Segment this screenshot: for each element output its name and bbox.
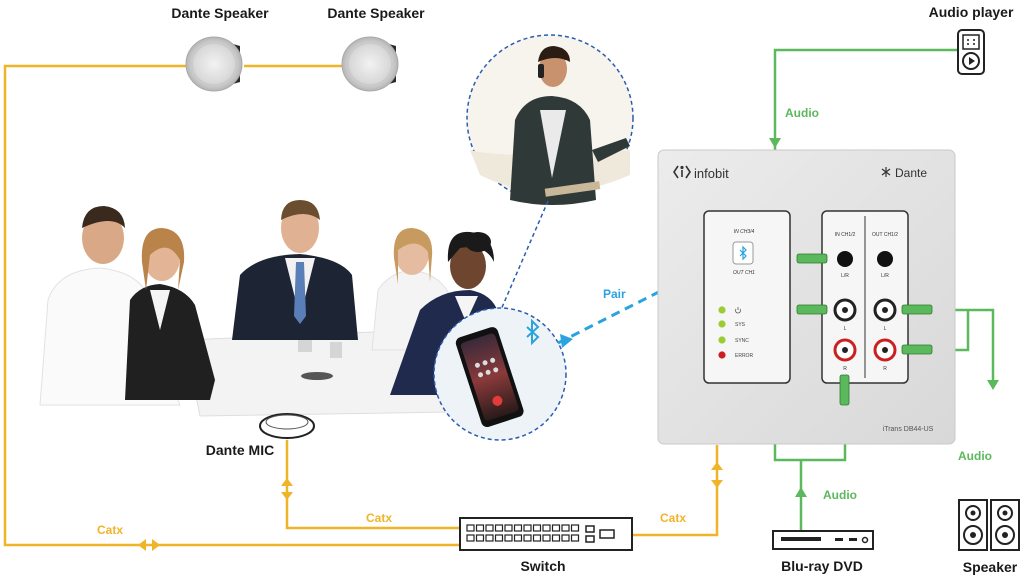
bluray-label: Blu-ray DVD xyxy=(781,558,863,574)
switch-port xyxy=(504,534,513,542)
label-rca-in-l: L xyxy=(844,326,847,332)
switch-port xyxy=(513,534,523,542)
catx-arrows xyxy=(138,462,723,551)
switch-port xyxy=(532,534,542,542)
catx-arrow-panel xyxy=(711,462,723,488)
dante-speaker-left xyxy=(185,36,243,92)
label-out-ch1: OUT CH1 xyxy=(733,270,755,276)
label-audio-player: Audio xyxy=(785,106,819,120)
label-out-ch12: OUT CH1/2 xyxy=(872,232,898,238)
switch-port xyxy=(551,534,561,542)
led-error xyxy=(718,351,726,359)
panel-dante: Dante xyxy=(895,166,927,180)
label-led-error: ERROR xyxy=(735,353,753,359)
switch-port xyxy=(466,534,475,542)
led-sys xyxy=(718,320,726,328)
panel-brand: infobit xyxy=(694,166,729,181)
led-sync xyxy=(718,336,726,344)
label-led-sync: SYNC xyxy=(735,338,749,344)
audio-plugs xyxy=(796,253,933,406)
jack-out-lr[interactable] xyxy=(877,251,893,267)
switch-port xyxy=(570,524,580,532)
switch-label: Switch xyxy=(520,558,565,574)
speaker-out-icon xyxy=(958,499,1020,551)
meeting-scene xyxy=(39,200,500,417)
power-icon xyxy=(735,307,741,314)
dante-mic-icon xyxy=(259,413,315,439)
switch-port xyxy=(570,534,580,542)
switch-port xyxy=(561,524,570,532)
infobit-logo-icon xyxy=(673,165,691,179)
label-audio-bluray: Audio xyxy=(823,488,857,502)
label-in-ch34: IN CH3/4 xyxy=(734,229,755,235)
phone-link-dashed xyxy=(499,200,549,313)
audio-arrow-bluray xyxy=(795,487,807,497)
audio-arrow-speaker xyxy=(987,380,999,390)
switch-port xyxy=(485,524,494,532)
label-jack-out-lr: L/R xyxy=(881,273,889,279)
switch-port xyxy=(504,524,513,532)
switch-port xyxy=(466,524,475,532)
audio-player-label: Audio player xyxy=(929,4,1014,20)
audio-arrows xyxy=(769,138,999,497)
switch-port xyxy=(542,534,551,542)
catx-arrow-left xyxy=(138,539,160,551)
switch-port xyxy=(475,534,485,542)
mic-label: Dante MIC xyxy=(206,442,274,458)
switch-port xyxy=(513,524,523,532)
switch-icon xyxy=(459,517,633,551)
speaker-left-label: Dante Speaker xyxy=(171,5,269,21)
switch-port xyxy=(551,524,561,532)
person-3 xyxy=(232,200,358,340)
jack-in-lr[interactable] xyxy=(837,251,853,267)
catx-panel-line xyxy=(632,445,719,537)
smartphone-bluetooth xyxy=(433,307,567,441)
switch-port xyxy=(475,524,485,532)
audio-player-icon xyxy=(957,29,985,75)
bluray-icon xyxy=(772,530,874,550)
label-catx-right: Catx xyxy=(660,511,686,525)
speaker-out-label: Speaker xyxy=(963,559,1018,575)
switch-port xyxy=(542,524,551,532)
audio-arrow-player xyxy=(769,138,781,148)
catx-mic-line xyxy=(285,440,460,530)
bluetooth-icon xyxy=(526,318,540,346)
label-rca-out-r: R xyxy=(883,366,887,372)
label-audio-speaker: Audio xyxy=(958,449,992,463)
switch-port xyxy=(523,524,532,532)
table-items xyxy=(301,372,333,380)
phone-call-photo xyxy=(466,34,634,205)
itrans-panel: infobit Dante iTrans DB44-US IN CH3/4 OU… xyxy=(657,149,956,445)
switch-ports xyxy=(466,524,580,542)
switch-port xyxy=(494,524,504,532)
label-catx-mid: Catx xyxy=(366,511,392,525)
panel-bluetooth-icon xyxy=(739,245,747,261)
dante-speaker-right xyxy=(341,36,399,92)
label-catx-left: Catx xyxy=(97,523,123,537)
catx-speaker-loop xyxy=(3,64,460,547)
panel-model: iTrans DB44-US xyxy=(883,426,934,433)
label-rca-in-r: R xyxy=(843,366,847,372)
led-power xyxy=(718,306,726,314)
switch-port xyxy=(494,534,504,542)
label-pair: Pair xyxy=(603,287,626,301)
switch-port xyxy=(561,534,570,542)
label-jack-in-lr: L/R xyxy=(841,273,849,279)
catx-arrow-mic xyxy=(281,478,293,500)
dante-logo-icon xyxy=(881,167,891,177)
person-2 xyxy=(125,228,215,400)
switch-port xyxy=(485,534,494,542)
catx-cables xyxy=(3,64,719,547)
speaker-right-label: Dante Speaker xyxy=(327,5,425,21)
label-in-ch12: IN CH1/2 xyxy=(835,232,856,238)
switch-port xyxy=(523,534,532,542)
label-led-sys: SYS xyxy=(735,322,746,328)
switch-port xyxy=(532,524,542,532)
label-rca-out-l: L xyxy=(884,326,887,332)
